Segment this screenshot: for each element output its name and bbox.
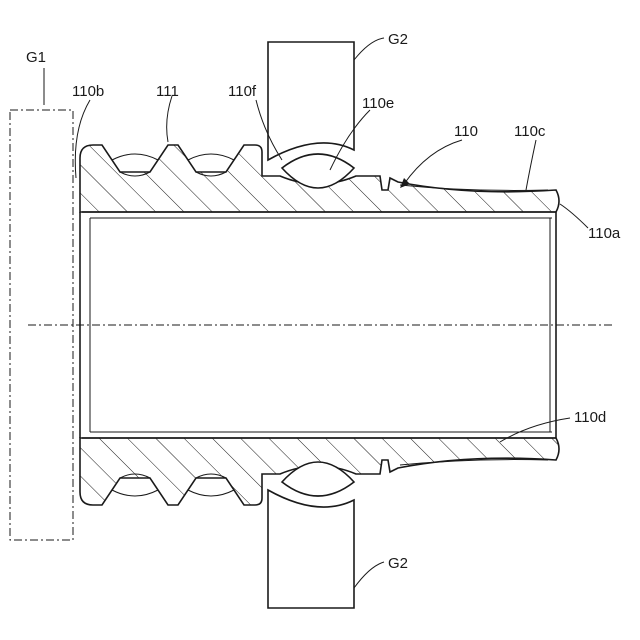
label-111: 111 [156,83,179,100]
label-110: 110 [454,123,478,140]
label-110b: 110b [72,83,104,100]
label-110f: 110f [228,83,257,100]
label-110d: 110d [574,409,606,426]
upper-pusher-g2 [268,42,354,160]
label-110e: 110e [362,95,394,112]
lower-groove-b-arc [188,490,234,496]
leader-110a [560,204,588,228]
label-g1: G1 [26,49,46,66]
leader-g2-bottom [354,562,384,588]
leader-110c [526,140,536,190]
upper-groove-b-arc [188,154,234,160]
label-110c: 110c [514,123,546,140]
leader-g2-top [354,38,384,60]
leader-110 [404,140,462,184]
lower-groove-a-arc [112,490,158,496]
lower-pusher-g2 [268,490,354,608]
leader-111 [167,96,172,142]
upper-groove-a-arc [112,154,158,160]
label-110a: 110a [588,225,621,242]
label-g2-bottom: G2 [388,555,408,572]
label-g2-top: G2 [388,31,408,48]
